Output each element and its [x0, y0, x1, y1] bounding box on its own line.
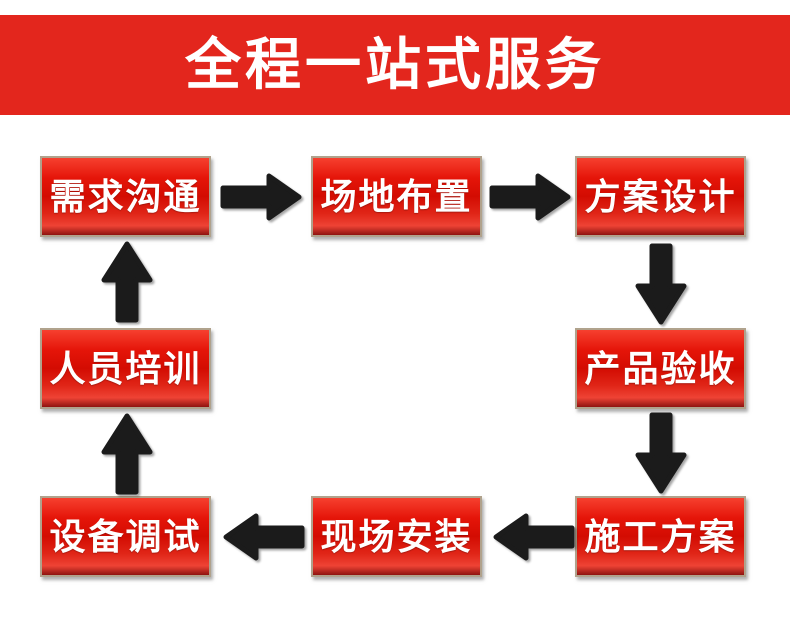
arrow-down-icon [634, 242, 688, 326]
flow-node-label: 人员培训 [49, 347, 202, 389]
flow-node-label: 设备调试 [49, 515, 202, 557]
arrow-down-icon [634, 411, 688, 495]
arrow-right-icon [219, 171, 303, 223]
flow-node-onsite-installation: 现场安装 [311, 496, 482, 577]
flow-node-label: 需求沟通 [49, 175, 202, 217]
flow-node-label: 场地布置 [320, 175, 473, 217]
flow-node-label: 施工方案 [584, 515, 737, 557]
flow-node-label: 产品验收 [584, 347, 737, 389]
title-banner: 全程一站式服务 [0, 15, 790, 115]
arrow-left-icon [222, 511, 306, 563]
flow-node-equipment-debugging: 设备调试 [40, 496, 211, 577]
flow-node-construction-plan: 施工方案 [575, 496, 746, 577]
flow-node-label: 现场安装 [320, 515, 473, 557]
flow-node-site-layout: 场地布置 [311, 156, 482, 237]
arrow-up-icon [100, 412, 154, 496]
flow-node-label: 方案设计 [584, 175, 737, 217]
flow-node-product-acceptance: 产品验收 [575, 328, 746, 409]
arrow-up-icon [100, 240, 154, 324]
arrow-left-icon [492, 511, 576, 563]
page-title: 全程一站式服务 [185, 33, 605, 96]
flow-node-staff-training: 人员培训 [40, 328, 211, 409]
flow-node-needs-communication: 需求沟通 [40, 156, 211, 237]
flow-node-plan-design: 方案设计 [575, 156, 746, 237]
arrow-right-icon [488, 171, 572, 223]
